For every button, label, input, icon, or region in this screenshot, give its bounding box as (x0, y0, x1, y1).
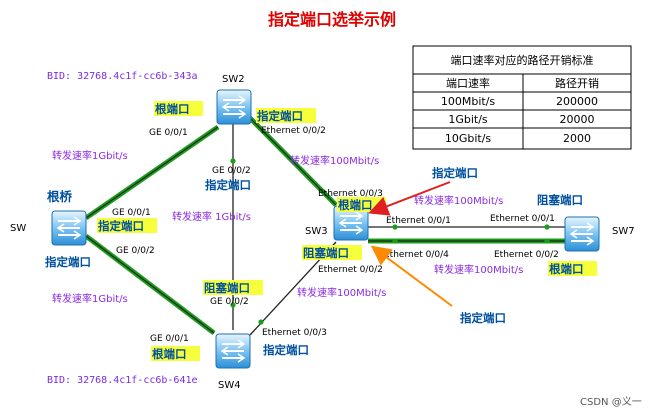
port-label: Ethernet 0/0/2 (261, 126, 326, 136)
switch-sw3-icon[interactable] (333, 205, 369, 241)
port-label: Ethernet 0/0/3 (262, 328, 327, 338)
switch-name-sw4: SW4 (218, 380, 241, 391)
diagram-title: 指定端口选举示例 (268, 10, 396, 29)
speed-label: 转发速率100Mbit/s (297, 286, 386, 299)
switch-name-sw2: SW2 (222, 74, 245, 85)
table-cell: 200000 (556, 95, 598, 108)
role-designated-port: 指定端口 (98, 219, 144, 233)
watermark: CSDN @义一 (580, 396, 642, 408)
annotation-designated-bottom: 指定端口 (460, 311, 506, 325)
port-label: Ethernet 0/0/4 (384, 250, 449, 260)
speed-label: 转发速率100Mbit/s (414, 194, 503, 207)
port-label: GE 0/0/2 (210, 297, 249, 307)
role-designated-port: 指定端口 (45, 255, 91, 269)
role-blocked-port: 阻塞端口 (204, 281, 250, 295)
arrow-red-icon (368, 181, 451, 216)
table-caption: 端口速率对应的路径开销标准 (451, 53, 594, 67)
speed-label: 转发速率100Mbit/s (290, 154, 379, 167)
role-blocked-port: 阻塞端口 (303, 246, 349, 260)
port-label: GE 0/0/2 (212, 166, 251, 176)
arrow-orange-icon (370, 245, 453, 307)
role-root-port: 根端口 (549, 262, 584, 276)
table-cell: 10Gbit/s (445, 132, 492, 145)
port-label: Ethernet 0/0/3 (318, 189, 383, 199)
table-header-speed: 端口速率 (446, 76, 490, 90)
port-label: GE 0/0/2 (116, 246, 155, 256)
annotation-designated-top: 指定端口 (432, 166, 478, 180)
speed-label: 转发速率 1Gbit/s (172, 210, 251, 223)
path-cost-table: 端口速率对应的路径开销标准 端口速率 路径开销 100Mbit/s 200000… (412, 45, 632, 150)
role-blocked-port: 阻塞端口 (537, 193, 583, 207)
switch-sw2-icon[interactable] (216, 89, 252, 125)
port-label: Ethernet 0/0/1 (490, 214, 555, 224)
links (84, 116, 566, 336)
switch-name-sw: SW (10, 223, 26, 234)
speed-label: 转发速率100Mbit/s (434, 263, 523, 276)
role-designated-port: 指定端口 (263, 343, 309, 357)
role-root-port: 根端口 (155, 102, 190, 116)
port-dots (230, 158, 550, 325)
table-cell: 2000 (563, 132, 591, 145)
role-designated-port: 指定端口 (257, 109, 303, 123)
switch-sw4-icon[interactable] (215, 333, 251, 369)
table-cell: 20000 (560, 113, 595, 126)
bid-sw4: BID: 32768.4c1f-cc6b-641e (47, 375, 198, 386)
speed-label: 转发速率1Gbit/s (52, 292, 128, 305)
root-bridge-label: 根桥 (47, 189, 73, 204)
port-label: Ethernet 0/0/2 (494, 250, 559, 260)
port-label: GE 0/0/1 (149, 128, 188, 138)
port-label: GE 0/0/1 (112, 208, 151, 218)
switch-name-sw3: SW3 (305, 226, 328, 237)
table-header-cost: 路径开销 (555, 76, 599, 90)
port-label: Ethernet 0/0/1 (386, 216, 451, 226)
speed-label: 转发速率1Gbit/s (52, 149, 128, 162)
table-cell: 1Gbit/s (448, 113, 488, 126)
port-label: Ethernet 0/0/2 (318, 265, 383, 275)
bid-sw2: BID: 32768.4c1f-cc6b-343a (47, 71, 198, 82)
role-designated-port: 指定端口 (205, 178, 251, 192)
switch-name-sw7: SW7 (612, 226, 635, 237)
switch-sw7-icon[interactable] (564, 216, 600, 252)
switch-sw-icon[interactable] (51, 210, 87, 246)
role-root-port: 根端口 (338, 198, 373, 212)
role-root-port: 根端口 (152, 347, 187, 361)
table-cell: 100Mbit/s (441, 95, 496, 108)
port-label: GE 0/0/1 (150, 334, 189, 344)
